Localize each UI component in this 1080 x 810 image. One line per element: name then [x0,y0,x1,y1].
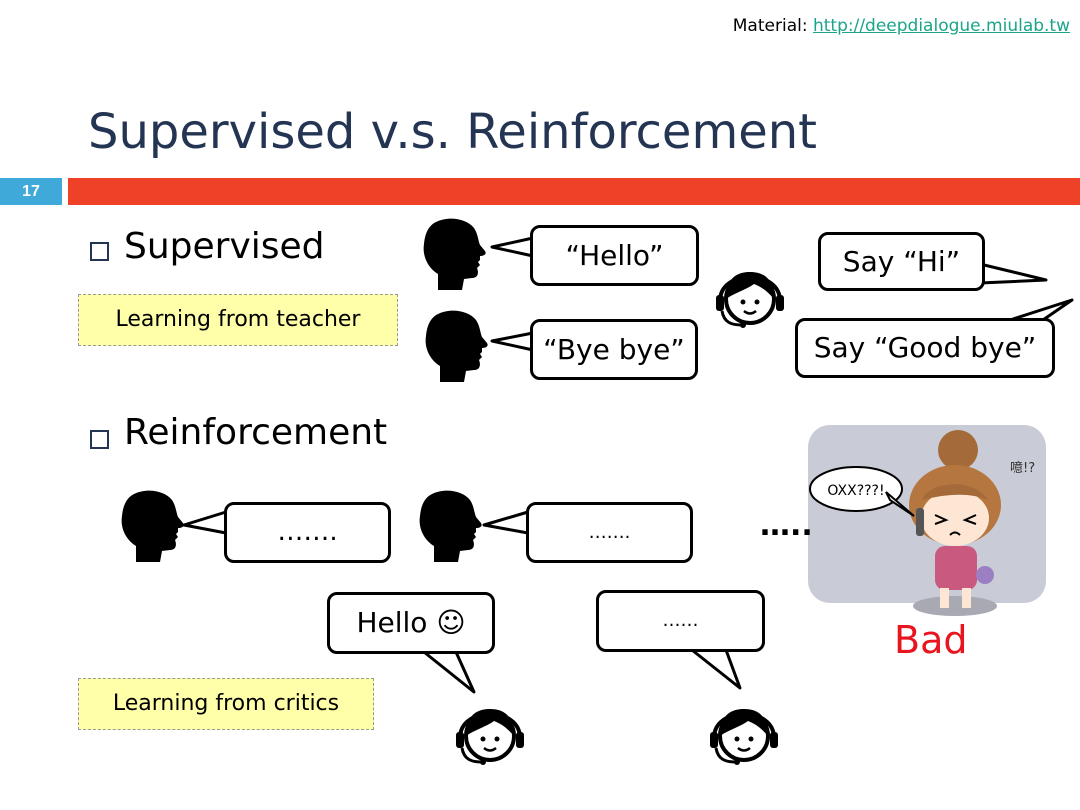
material-label: Material: [732,16,808,36]
bubble-say-hi: Say “Hi” [818,232,985,291]
bubble-speaker-ellipsis-1: ……. [224,502,391,563]
material-link[interactable]: http://deepdialogue.miulab.tw [812,16,1070,36]
speaker-head-icon [121,490,184,562]
bullet-reinforcement [90,430,109,449]
speaker-head-icon [419,490,482,562]
continuation-dots: ….. [760,508,813,543]
critic-headset-icon [708,707,780,767]
slide-number: 17 [0,178,62,205]
bubble-bye-bye: “Bye bye” [530,319,698,380]
accent-bar [68,178,1080,205]
note-learning-from-critics: Learning from critics [78,678,374,730]
bubble-agent-hello: Hello ☺ [327,592,495,654]
heading-reinforcement: Reinforcement [124,412,388,453]
heading-supervised: Supervised [124,226,325,267]
cartoon-side-text: 噫!? [1010,461,1035,476]
bubble-agent-ellipsis: …… [596,590,765,652]
speaker-head-icon [423,218,486,290]
teacher-headset-icon [714,270,786,330]
angry-girl-cartoon: OXX???! 噫!? [808,425,1046,616]
feedback-bad: Bad [894,618,968,662]
critic-headset-icon [454,707,526,767]
bubble-say-good-bye: Say “Good bye” [795,318,1055,378]
note-learning-from-teacher: Learning from teacher [78,294,398,346]
cartoon-exclamation: OXX???! [827,483,884,499]
material-credit: Material: http://deepdialogue.miulab.tw [733,16,1070,36]
bullet-supervised [90,242,109,261]
speaker-head-icon [425,310,488,382]
slide-title: Supervised v.s. Reinforcement [88,104,817,160]
bubble-hello: “Hello” [530,225,699,286]
bubble-speaker-ellipsis-2: ……. [526,502,693,563]
